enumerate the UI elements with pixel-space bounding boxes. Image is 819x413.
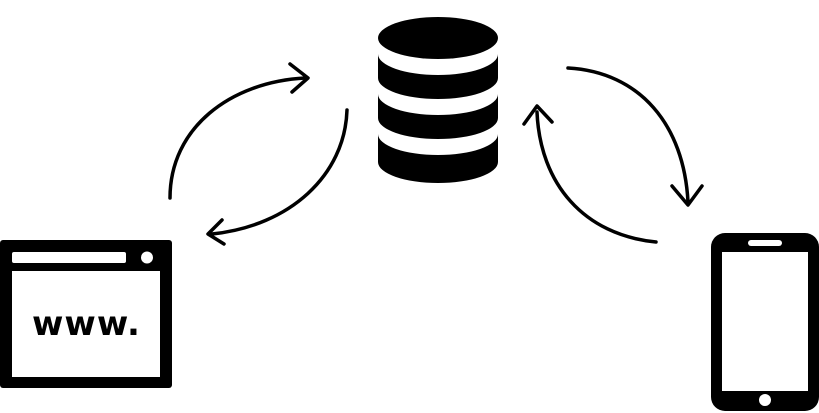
database-to-phone-arrow xyxy=(566,66,704,207)
browser-close-dot xyxy=(141,251,153,264)
database-icon xyxy=(378,17,498,183)
database-top-disk xyxy=(378,17,498,59)
phone-screen xyxy=(722,252,808,391)
database-to-browser-arrow xyxy=(206,108,349,246)
database-band-3 xyxy=(378,134,498,183)
browser-address-bar xyxy=(12,252,126,263)
database-band-2 xyxy=(378,94,498,139)
phone-to-database-arrow xyxy=(522,104,658,244)
browser-content-area xyxy=(12,271,160,377)
phone-speaker xyxy=(748,240,782,246)
browser-window-icon: www. xyxy=(0,240,172,388)
phone-home-button xyxy=(759,394,771,406)
browser-to-database-arrow xyxy=(168,62,310,200)
smartphone-icon xyxy=(711,233,819,411)
database-band-1 xyxy=(378,54,498,99)
browser-web-text: www. xyxy=(32,304,141,344)
